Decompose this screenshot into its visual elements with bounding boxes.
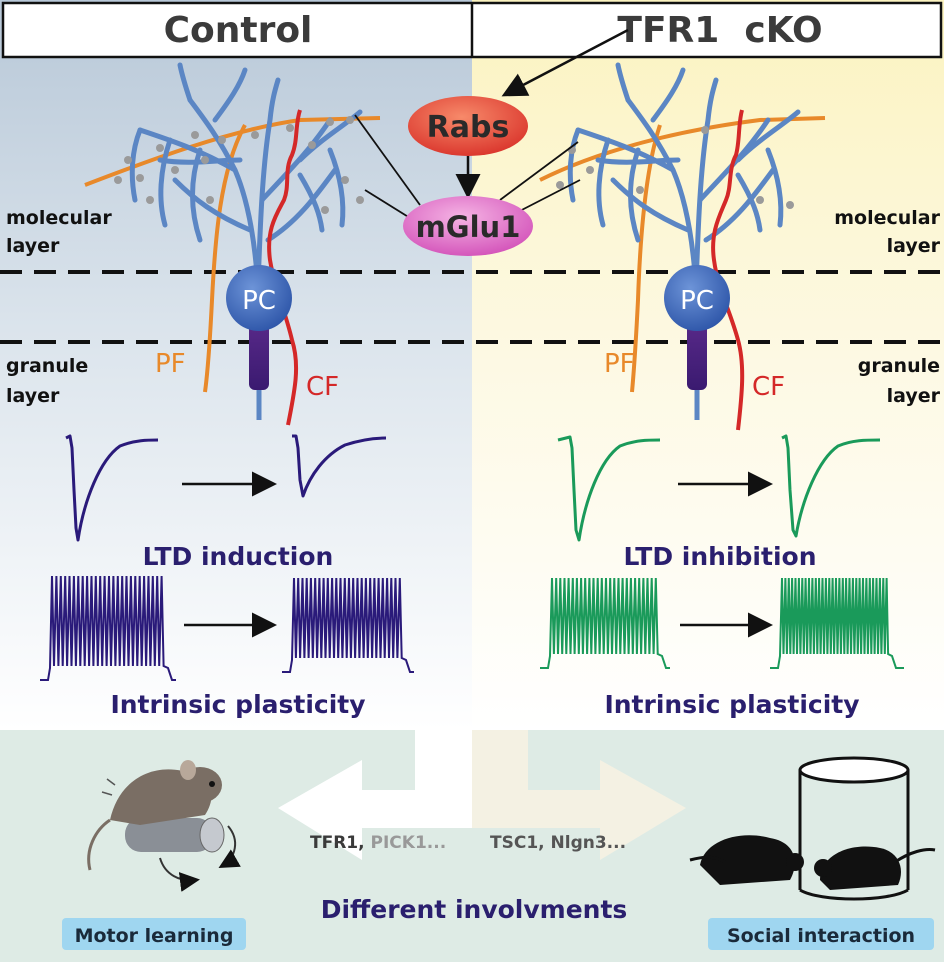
ltd-trace-control-after [292, 434, 387, 498]
spike-train-cko-after [770, 577, 904, 669]
granule-layer-label-left-2: layer [6, 385, 60, 407]
molecular-layer-label-left-2: layer [6, 235, 60, 257]
molecular-layer-label-right-2: layer [887, 235, 941, 257]
spike-train-cko-before [540, 577, 670, 669]
spike-train-control-after [282, 577, 414, 673]
motor-learning-label: Motor learning [75, 925, 234, 947]
control-title: Control [164, 10, 313, 51]
pf-label-control: PF [155, 349, 186, 379]
pc-label-cko: PC [680, 286, 714, 316]
pc-label-control: PC [242, 286, 276, 316]
pf-label-cko: PF [604, 349, 635, 379]
spike-train-control-before [40, 575, 176, 681]
social-interaction-badge [708, 918, 934, 950]
granule-layer-label-left: granule [6, 355, 88, 377]
cf-label-cko: CF [752, 372, 785, 402]
cf-label-control: CF [306, 372, 339, 402]
different-involvements-caption: Different involvments [321, 895, 628, 924]
rotarod-mouse-illustration [87, 760, 241, 892]
social-interaction-illustration [689, 756, 936, 901]
intrinsic-plasticity-cko-label: Intrinsic plasticity [604, 690, 859, 719]
molecular-layer-label-left: molecular [6, 207, 112, 229]
motor-genes-label: TFR1, PICK1... [310, 833, 446, 853]
rabs-label: Rabs [427, 110, 510, 145]
granule-layer-label-right: granule [858, 355, 940, 377]
tfr1-to-rabs-arrow [501, 28, 629, 97]
ltd-trace-cko-before [557, 435, 661, 542]
ltd-inhibition-label: LTD inhibition [624, 542, 817, 571]
molecular-layer-label-right: molecular [834, 207, 940, 229]
mglu1-node [403, 196, 533, 256]
social-interaction-label: Social interaction [727, 925, 915, 947]
mglu1-label: mGlu1 [416, 210, 521, 244]
ltd-trace-control-before [65, 434, 159, 542]
ltd-induction-label: LTD induction [143, 542, 334, 571]
rabs-node [408, 96, 528, 156]
social-genes-label: TSC1, Nlgn3... [490, 833, 626, 853]
motor-involvement-arrow [278, 730, 472, 860]
cko-title: TFR1 cKO [617, 10, 822, 51]
social-involvement-arrow [472, 730, 686, 860]
motor-learning-badge [62, 918, 246, 950]
ltd-trace-cko-after [781, 434, 881, 538]
granule-layer-label-right-2: layer [887, 385, 941, 407]
cko-purkinje-neuron: PC PF CF [539, 62, 826, 431]
intrinsic-plasticity-control-label: Intrinsic plasticity [110, 690, 365, 719]
